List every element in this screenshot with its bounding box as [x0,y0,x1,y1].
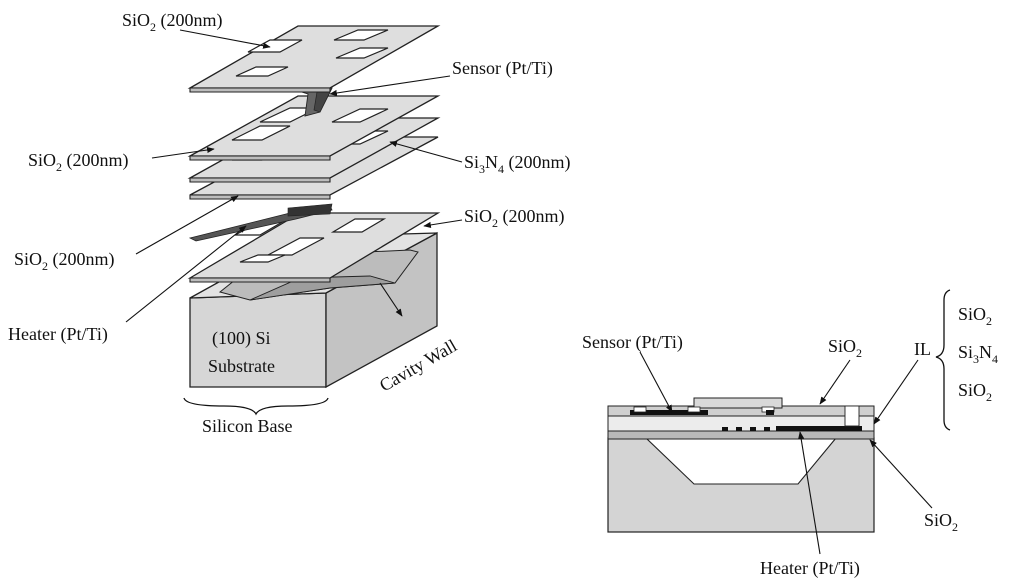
svg-text:IL: IL [914,339,931,359]
label-sensor: Sensor (Pt/Ti) [329,58,553,97]
svg-text:(100) Si: (100) Si [212,328,271,349]
silicon-base-brace: Silicon Base [183,397,329,436]
svg-text:SiO2 (200nm): SiO2 (200nm) [28,150,129,174]
svg-text:SiO2: SiO2 [924,510,958,534]
svg-text:Sensor (Pt/Ti): Sensor (Pt/Ti) [452,58,553,79]
label-substrate: (100) Si Substrate [208,328,275,376]
svg-text:SiO2: SiO2 [828,336,862,360]
cs-label-il: IL SiO2 Si3N4 SiO2 [873,289,998,431]
label-si3n4: Si3N4 (200nm) [389,140,571,176]
cs-label-heater: Heater (Pt/Ti) [760,431,860,579]
label-sio2-left-lower: SiO2 (200nm) [14,195,239,273]
svg-text:SiO2: SiO2 [958,304,992,328]
cs-heater [722,426,862,431]
heater-strip [188,203,333,242]
cs-label-sensor: Sensor (Pt/Ti) [582,332,683,413]
cs-sio2-bump [693,397,783,409]
cs-via [844,405,860,427]
svg-text:SiO2 (200nm): SiO2 (200nm) [14,249,115,273]
label-sio2-right: SiO2 (200nm) [423,206,565,230]
cs-label-sio2-bottom: SiO2 [869,439,958,534]
plate-sio2-bottom [187,212,441,283]
label-sio2-top: SiO2 (200nm) [122,10,271,49]
svg-text:SiO2: SiO2 [958,380,992,404]
svg-text:Si3N4 (200nm): Si3N4 (200nm) [464,152,571,176]
plate-sio2-middle-upper [187,95,441,161]
svg-text:SiO2 (200nm): SiO2 (200nm) [122,10,223,34]
svg-text:Sensor (Pt/Ti): Sensor (Pt/Ti) [582,332,683,353]
svg-text:Si3N4: Si3N4 [958,342,998,366]
plate-sio2-top [187,25,441,93]
cs-label-sio2-top: SiO2 [819,336,862,405]
svg-text:Silicon Base: Silicon Base [202,416,293,436]
cross-section-view: Sensor (Pt/Ti) SiO2 IL SiO2 Si3N4 SiO2 S… [582,289,998,579]
svg-text:Heater (Pt/Ti): Heater (Pt/Ti) [760,558,860,579]
svg-text:Heater (Pt/Ti): Heater (Pt/Ti) [8,324,108,345]
exploded-view: SiO2 (200nm) Sensor (Pt/Ti) SiO2 (200nm)… [8,10,571,436]
svg-text:Substrate: Substrate [208,356,275,376]
cs-bottom-sio2 [607,430,875,440]
label-heater: Heater (Pt/Ti) [8,225,247,345]
label-sio2-left-upper: SiO2 (200nm) [28,146,215,174]
svg-text:SiO2 (200nm): SiO2 (200nm) [464,206,565,230]
